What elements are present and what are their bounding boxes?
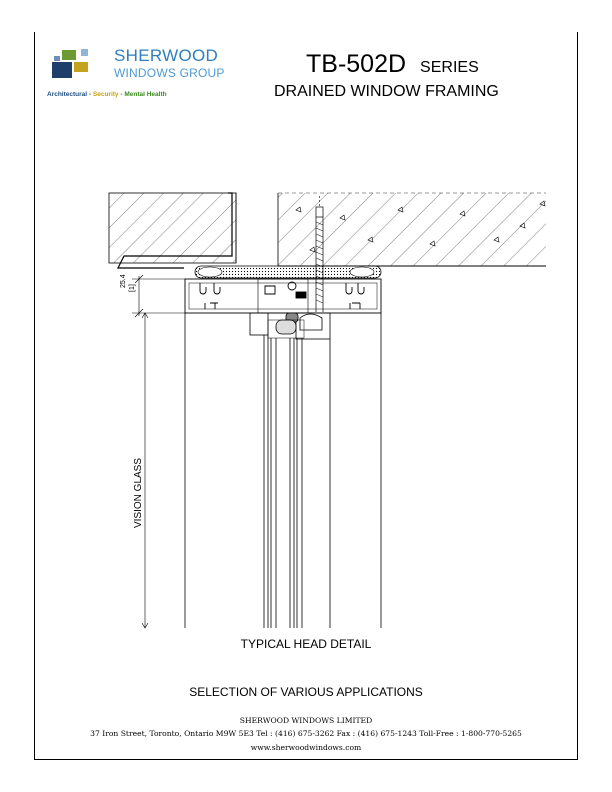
brand-name: SHERWOOD xyxy=(114,46,219,65)
tagline-architectural: Architectural xyxy=(47,91,88,98)
logo-block-gold xyxy=(74,62,88,72)
tagline-security: Security xyxy=(92,91,119,98)
glazing-stop xyxy=(249,312,331,340)
detail-caption: TYPICAL HEAD DETAIL xyxy=(240,637,372,651)
logo-icon xyxy=(52,49,88,78)
tagline-separator: - xyxy=(87,91,93,98)
tagline: Architectural - Security - Mental Health xyxy=(47,91,167,98)
document-subtitle: DRAINED WINDOW FRAMING xyxy=(274,83,499,100)
tagline-mental-health: Mental Health xyxy=(124,91,167,98)
series-title: TB-502D SERIES xyxy=(306,50,479,79)
brand-subtitle: WINDOWS GROUP xyxy=(114,66,225,80)
footer-website: www.sherwoodwindows.com xyxy=(250,743,362,752)
logo-block-greyblue xyxy=(54,56,60,61)
glass-lites xyxy=(184,313,382,628)
logo-block-green xyxy=(62,50,76,60)
anchor-screw xyxy=(315,196,324,312)
head-frame-extrusion xyxy=(184,278,382,314)
vision-glass-label: VISION GLASS xyxy=(133,457,144,528)
dimension-value: 25.4 xyxy=(120,274,127,288)
concrete-section xyxy=(277,192,546,267)
dimension-value-inches: [1] xyxy=(129,284,136,292)
tagline-separator: - xyxy=(118,91,125,98)
series-code: TB-502D xyxy=(306,50,407,78)
dimension-lines xyxy=(132,274,185,629)
sealant-band xyxy=(194,265,382,279)
logo-block-navy xyxy=(52,62,72,78)
series-word: SERIES xyxy=(420,59,479,76)
page-border xyxy=(34,32,578,760)
footer-contact-line: 37 Iron Street, Toronto, Ontario M9W 5E3… xyxy=(90,729,522,738)
logo-block-lightblue xyxy=(81,49,88,56)
footer-company: SHERWOOD WINDOWS LIMITED xyxy=(239,716,373,725)
left-wall-section xyxy=(108,192,237,269)
applications-caption: SELECTION OF VARIOUS APPLICATIONS xyxy=(189,685,423,699)
